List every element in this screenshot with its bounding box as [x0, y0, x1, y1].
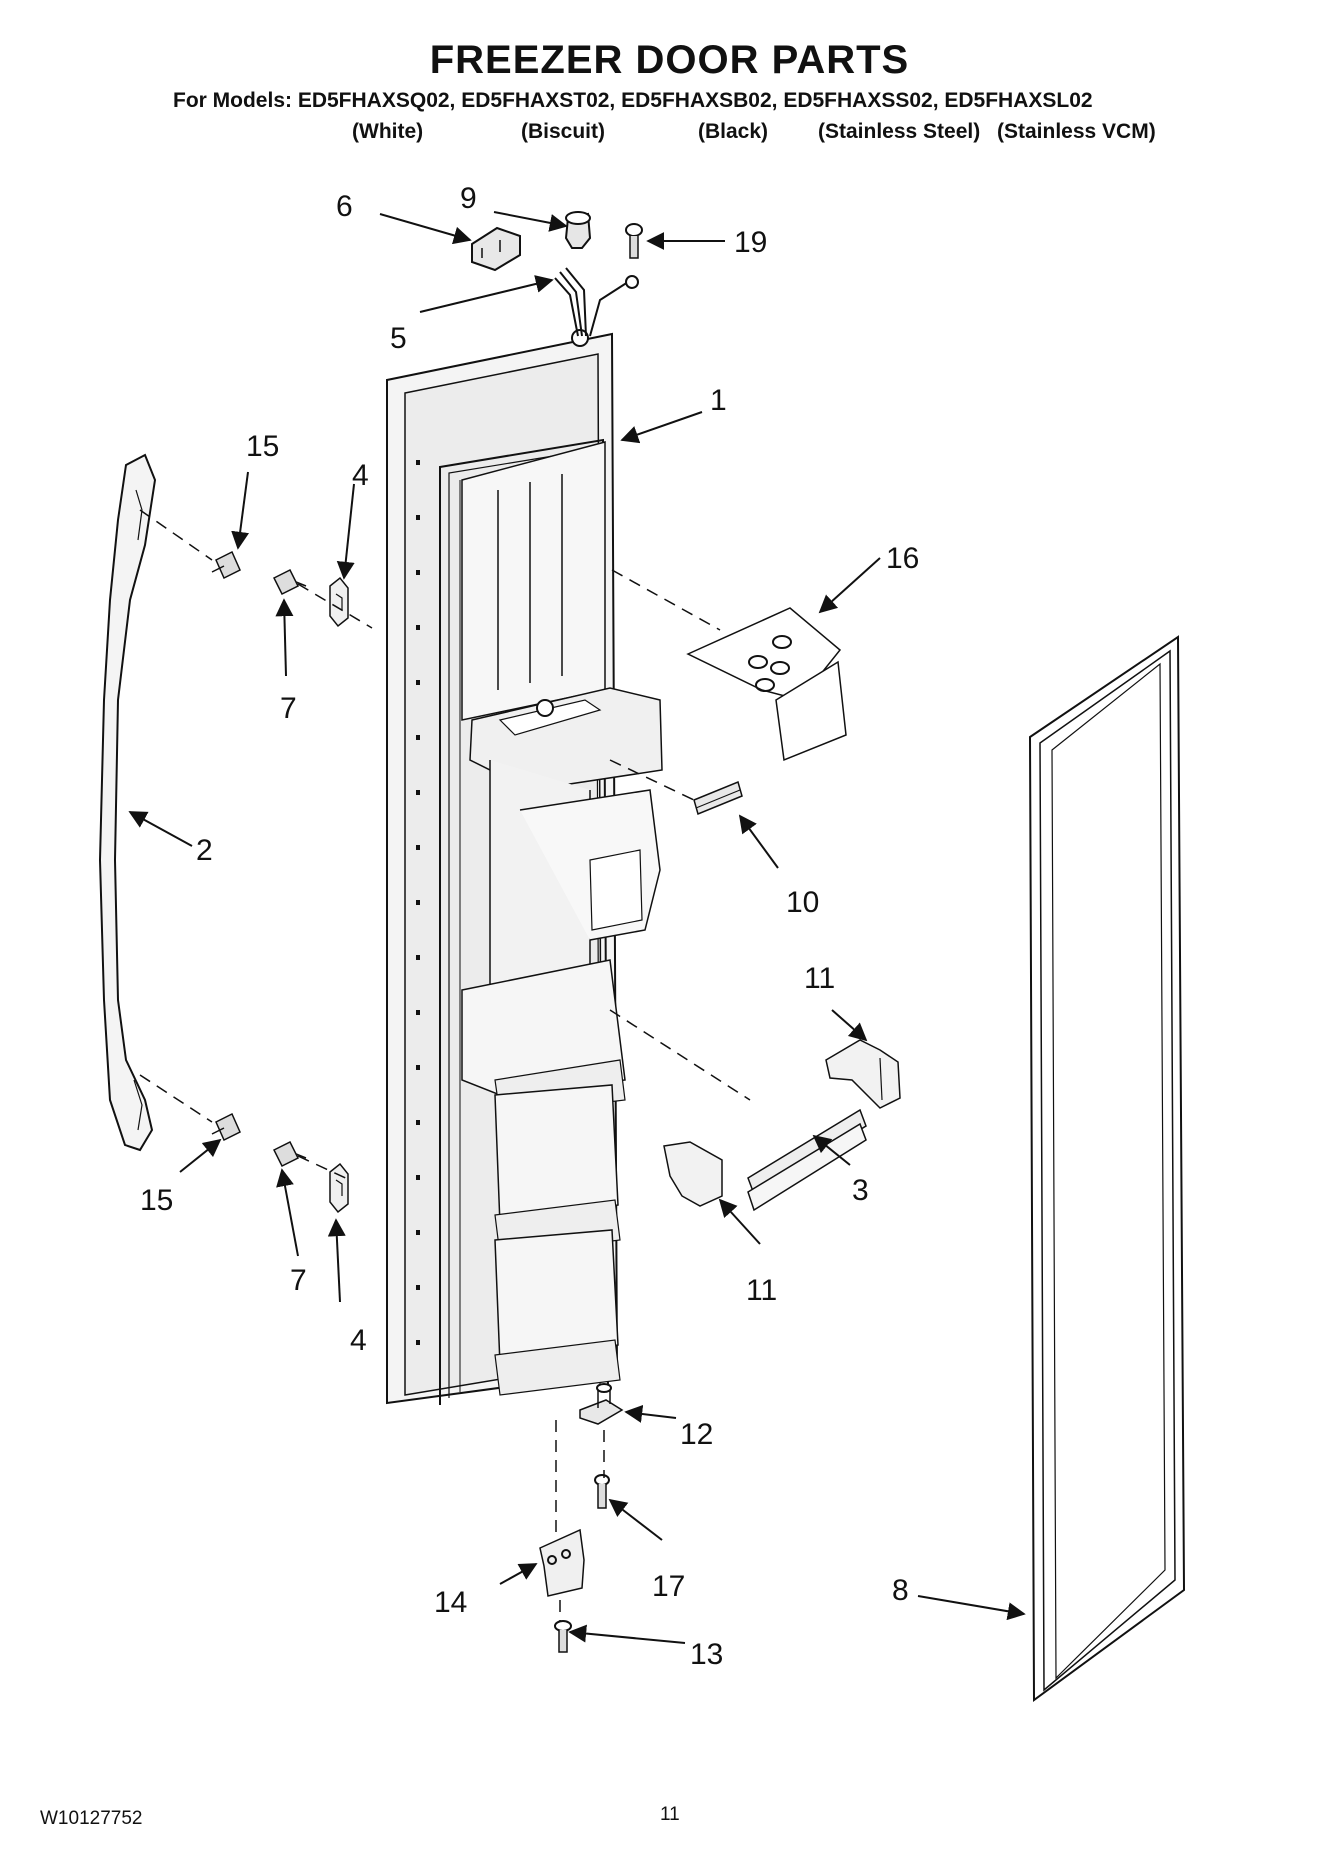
callout-4-lower: 4 — [350, 1324, 367, 1357]
assembly-lines — [139, 509, 751, 1622]
callout-13: 13 — [690, 1638, 723, 1671]
callout-11-lower: 11 — [746, 1274, 777, 1307]
variant-stainless-steel: (Stainless Steel) — [818, 120, 981, 143]
models-line: For Models: ED5FHAXSQ02, ED5FHAXST02, ED… — [173, 89, 1093, 112]
light-socket — [564, 211, 592, 249]
mounting-screw-lower — [272, 1140, 307, 1168]
hinge-screw-13 — [554, 1620, 572, 1653]
handle-mount-lower — [329, 1162, 349, 1214]
callout-17: 17 — [652, 1570, 685, 1603]
door-gasket — [1028, 635, 1186, 1702]
handle-screw-upper — [211, 550, 241, 580]
hinge-screw-17 — [594, 1474, 610, 1509]
callout-10: 10 — [786, 886, 819, 919]
callout-3: 3 — [852, 1174, 869, 1207]
page-number: 11 — [660, 1804, 680, 1825]
variant-biscuit: (Biscuit) — [521, 120, 605, 143]
shelf-endcap-upper — [825, 1039, 901, 1109]
wire-connector — [471, 226, 521, 272]
callout-7-lower: 7 — [290, 1264, 307, 1297]
page-title: FREEZER DOOR PARTS — [429, 38, 910, 82]
freezer-door — [386, 329, 663, 1405]
trim-strip — [693, 780, 743, 816]
variant-stainless-vcm: (Stainless VCM) — [997, 120, 1156, 143]
hinge-bracket — [539, 1528, 585, 1597]
callout-15-upper: 15 — [246, 430, 279, 463]
screw-19 — [625, 223, 643, 259]
cover-plate — [686, 607, 847, 762]
callout-14: 14 — [434, 1586, 467, 1619]
callout-4-upper: 4 — [352, 459, 369, 492]
callout-8: 8 — [892, 1574, 909, 1607]
shelf-rail — [747, 1108, 867, 1212]
mounting-screw-upper — [272, 568, 307, 596]
document-number: W10127752 — [40, 1808, 143, 1829]
callout-2: 2 — [196, 834, 213, 867]
callout-9: 9 — [460, 182, 477, 215]
variant-white: (White) — [352, 120, 424, 143]
leader-arrows — [128, 211, 1026, 1644]
callout-5: 5 — [390, 322, 407, 355]
callout-11-upper: 11 — [804, 962, 835, 995]
hinge-pin — [579, 1383, 624, 1425]
callout-12: 12 — [680, 1418, 713, 1451]
handle-mount-upper — [329, 576, 349, 628]
shelf-endcap-lower — [663, 1141, 723, 1207]
callout-15-lower: 15 — [140, 1184, 173, 1217]
wire-harness — [554, 267, 639, 337]
callout-1: 1 — [710, 384, 727, 417]
callout-6: 6 — [336, 190, 353, 223]
variant-black: (Black) — [698, 120, 769, 143]
callout-16: 16 — [886, 542, 919, 575]
callout-19: 19 — [734, 226, 767, 259]
door-handle — [98, 453, 157, 1152]
callout-7-upper: 7 — [280, 692, 297, 725]
handle-screw-lower — [211, 1112, 241, 1142]
